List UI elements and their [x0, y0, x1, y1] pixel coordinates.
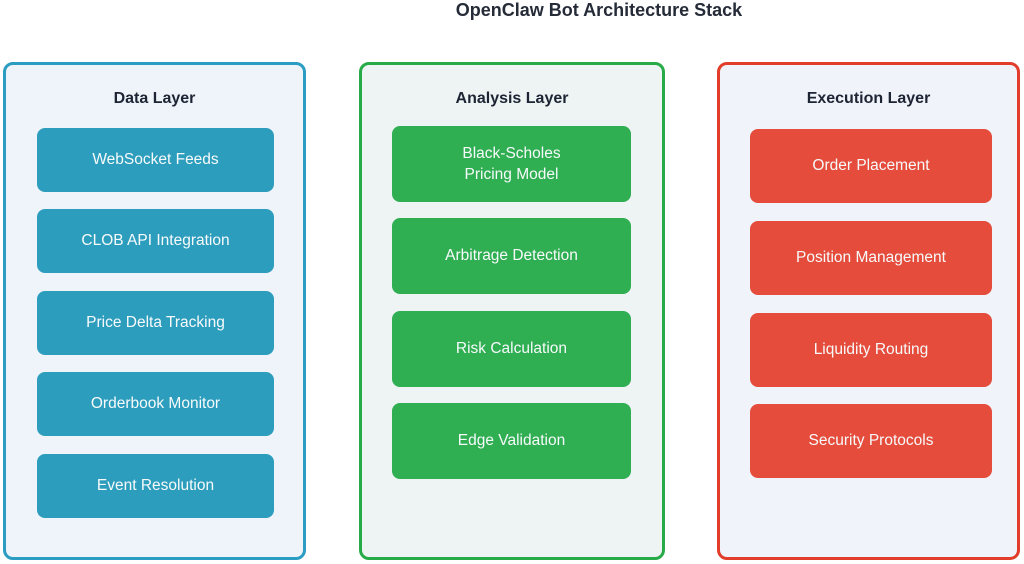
layer-container-execution: Execution Layer Order Placement Position… [717, 62, 1020, 560]
layer-title-analysis: Analysis Layer [455, 90, 569, 107]
node-price-delta-tracking: Price Delta Tracking [37, 291, 274, 355]
node-liquidity-routing: Liquidity Routing [750, 313, 992, 387]
node-position-management: Position Management [750, 221, 992, 295]
node-risk-calculation: Risk Calculation [392, 311, 631, 387]
node-black-scholes-pricing-model: Black-Scholes Pricing Model [392, 126, 631, 202]
layer-title-execution: Execution Layer [806, 90, 931, 107]
node-arbitrage-detection: Arbitrage Detection [392, 218, 631, 294]
layer-container-data: Data Layer WebSocket Feeds CLOB API Inte… [3, 62, 306, 560]
layer-container-analysis: Analysis Layer Black-Scholes Pricing Mod… [359, 62, 665, 560]
node-orderbook-monitor: Orderbook Monitor [37, 372, 274, 436]
layer-title-data: Data Layer [113, 90, 196, 107]
node-edge-validation: Edge Validation [392, 403, 631, 479]
node-security-protocols: Security Protocols [750, 404, 992, 478]
node-order-placement: Order Placement [750, 129, 992, 203]
node-clob-api-integration: CLOB API Integration [37, 209, 274, 273]
node-event-resolution: Event Resolution [37, 454, 274, 518]
diagram-title: OpenClaw Bot Architecture Stack [455, 0, 743, 20]
node-websocket-feeds: WebSocket Feeds [37, 128, 274, 192]
